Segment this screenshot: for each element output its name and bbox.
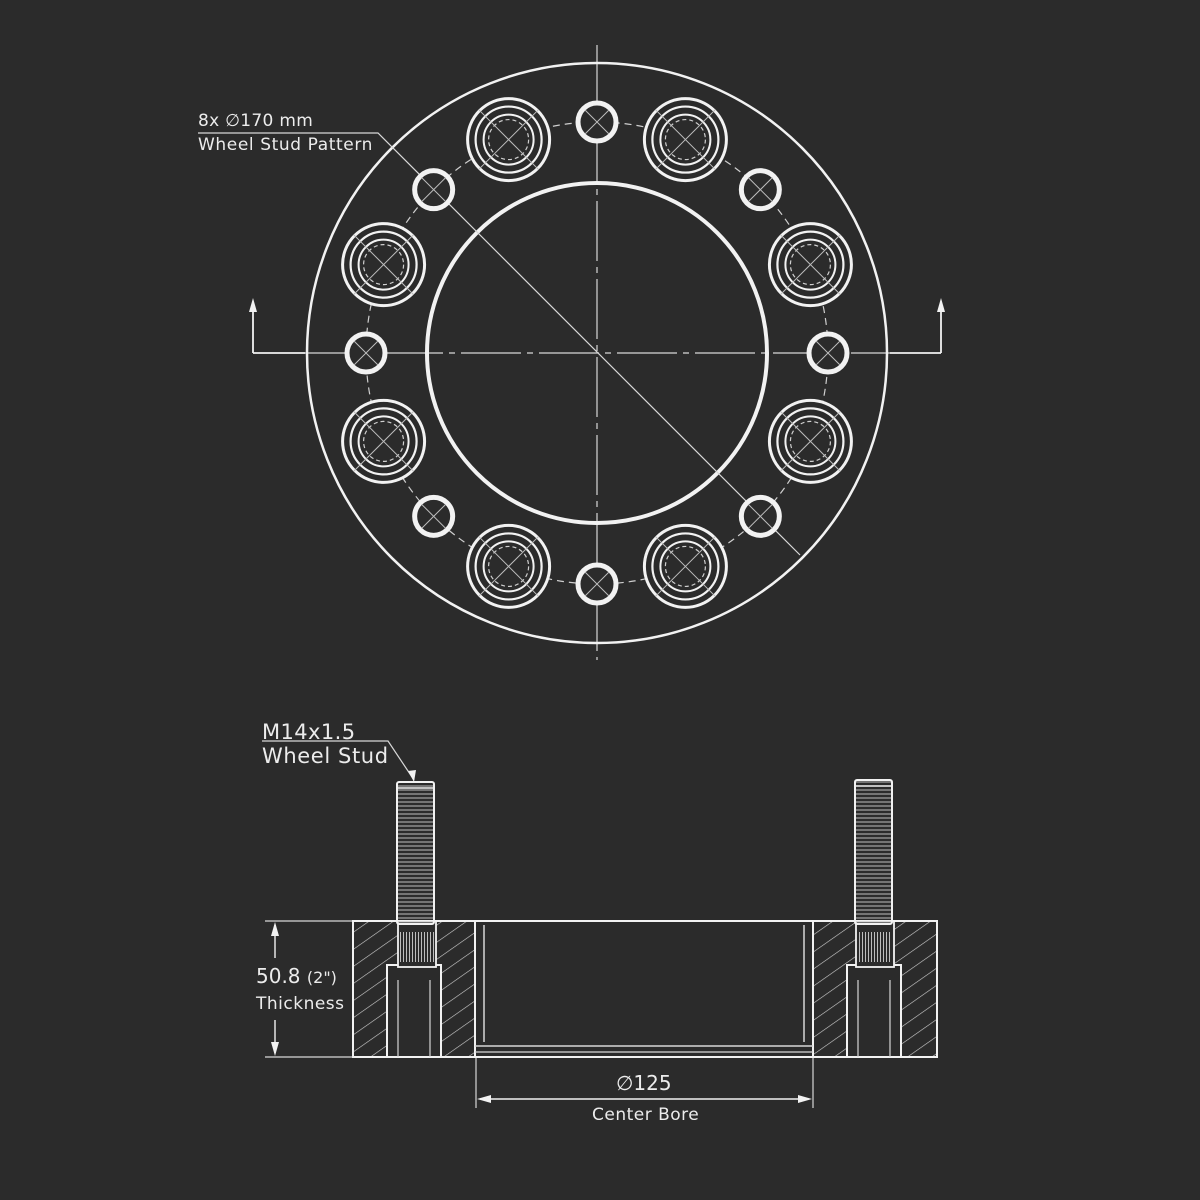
stud-pattern-leader <box>198 132 801 556</box>
center-bore-caption: Center Bore <box>592 1105 700 1125</box>
stud-hole-ring <box>776 407 845 476</box>
thickness-dimension <box>265 920 352 1058</box>
thickness-value: 50.8 <box>256 964 301 988</box>
stud-hole-inner <box>659 540 712 593</box>
stud-hole-thread <box>362 244 405 286</box>
stud-hole-thread <box>789 420 832 462</box>
center-bore <box>425 181 769 525</box>
stud-pattern-caption: Wheel Stud Pattern <box>198 135 374 155</box>
stud-hole-cross <box>478 536 539 597</box>
thickness-value-group: 50.8 (2") <box>256 966 337 986</box>
stud-hole-cross <box>353 234 414 295</box>
outer-rim <box>305 61 889 645</box>
through-hole-cross <box>747 177 773 203</box>
through-hole-cross <box>815 340 841 366</box>
through-hole-cross <box>421 503 447 529</box>
wheel-stud-value: M14x1.5 <box>262 720 356 744</box>
center-bore-dimension <box>475 1058 814 1108</box>
stud-hole-ring <box>349 230 418 299</box>
bolt-holes <box>341 97 853 609</box>
thickness-caption: Thickness <box>256 994 345 1014</box>
through-hole-cross <box>421 177 447 203</box>
stud-hole-inner <box>482 540 535 593</box>
stud-hole-thread <box>488 545 530 588</box>
stud-hole-inner <box>659 113 712 166</box>
thickness-value-imperial: (2") <box>306 968 337 987</box>
stud-hole-cross <box>353 411 414 472</box>
center-bore-value: ∅125 <box>616 1071 672 1095</box>
stud-hole-thread <box>488 118 530 161</box>
stud-hole-cross <box>780 411 841 472</box>
stud-hole-ring <box>651 105 720 174</box>
through-hole-cross <box>584 109 610 135</box>
right-stud <box>846 779 902 1058</box>
stud-hole-thread <box>664 545 706 588</box>
stud-hole-thread <box>789 244 832 286</box>
wheel-stud-leader <box>262 740 415 781</box>
stud-hole-inner <box>482 113 535 166</box>
stud-hole-inner <box>357 238 410 291</box>
wheel-stud-leader-head <box>408 770 416 782</box>
stud-hole-inner <box>357 415 410 468</box>
stud-hole-cross <box>478 109 539 170</box>
stud-hole-ring <box>474 532 543 601</box>
through-hole-cross <box>353 340 379 366</box>
left-stud <box>386 781 442 1058</box>
stud-pattern-value: 8x ∅170 mm <box>198 111 314 131</box>
stud-hole-cross <box>780 234 841 295</box>
stud-hole-ring <box>349 407 418 476</box>
stud-hole-inner <box>784 238 837 291</box>
stud-hole-ring <box>651 532 720 601</box>
stud-hole-thread <box>362 420 405 462</box>
wheel-stud-caption: Wheel Stud <box>262 744 389 768</box>
through-hole-cross <box>584 571 610 597</box>
stud-hole-ring <box>776 230 845 299</box>
stud-hole-cross <box>655 536 716 597</box>
stud-hole-cross <box>655 109 716 170</box>
stud-hole-inner <box>784 415 837 468</box>
through-hole-cross <box>747 503 773 529</box>
section-arrow-right-head <box>937 298 945 312</box>
section-arrow-left-head <box>249 298 257 312</box>
stud-hole-ring <box>474 105 543 174</box>
section-view <box>262 740 938 1108</box>
stud-hole-thread <box>664 118 706 161</box>
top-view <box>198 45 945 660</box>
